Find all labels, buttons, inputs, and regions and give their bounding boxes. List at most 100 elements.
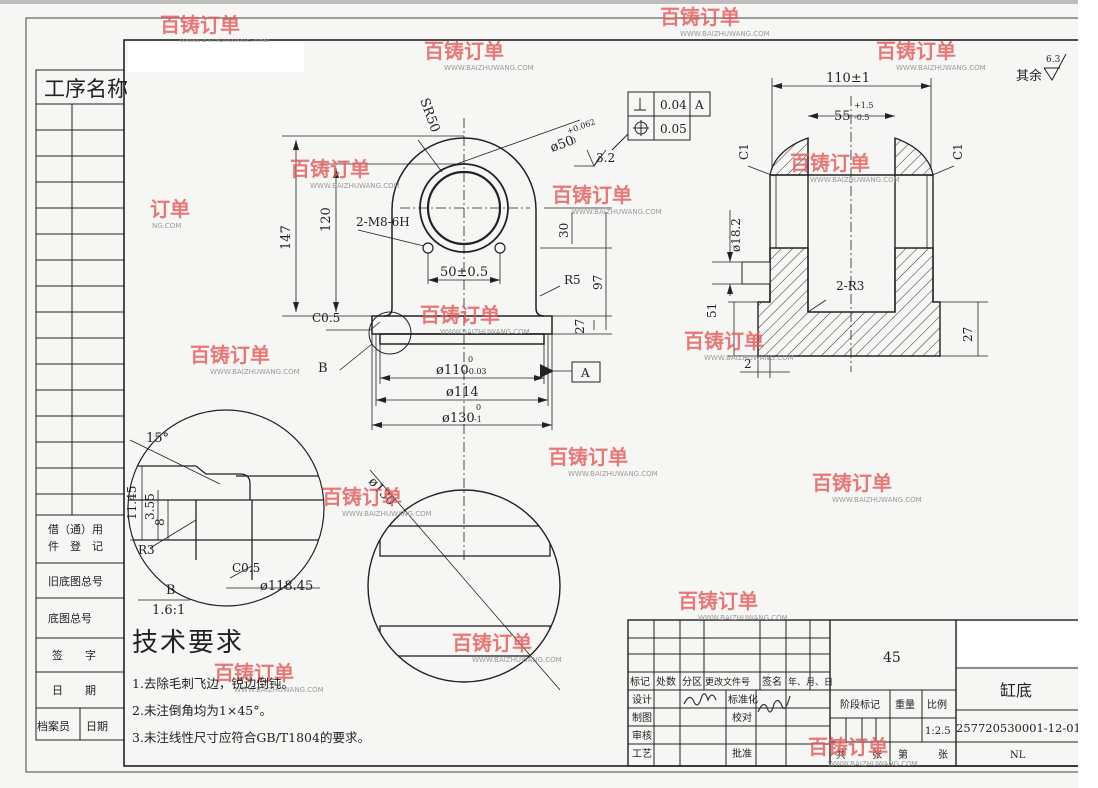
tb-drawing-no: 257720530001-12-01/A (956, 721, 1094, 735)
height-147: 147 (279, 225, 294, 250)
watermark-url: WWW.BAIZHUWANG.COM (234, 686, 324, 694)
watermark-url: WWW.BAIZHUWANG.COM (698, 614, 788, 622)
dia-130-tol-upper: 0 (476, 403, 481, 412)
archivist-label: 档案员 (37, 719, 70, 733)
tb-check: 校对 (732, 711, 752, 724)
watermark-partial-url: NG.COM (152, 222, 181, 230)
watermark-brand: 百铸订单 (812, 471, 892, 495)
watermark-brand: 百铸订单 (190, 343, 270, 367)
radius-r5: R5 (564, 273, 581, 287)
circle-view (367, 469, 561, 691)
dim-97: 97 (591, 275, 605, 290)
dia-130: ø130 (442, 411, 475, 426)
dim-51: 51 (705, 303, 719, 318)
process-name-label: 工序名称 (44, 77, 128, 101)
designer-signature (683, 693, 717, 706)
detail-label-b: B (166, 583, 176, 598)
tb-sheets-label: 张 (872, 749, 882, 761)
dim-27: 27 (573, 319, 587, 334)
tb-part-name: 缸底 (1000, 681, 1032, 700)
watermark-url: WWW.BAIZHUWANG.COM (896, 64, 986, 72)
tb-stage-mark: 阶段标记 (840, 698, 880, 711)
position-value: 0.05 (660, 122, 687, 136)
watermark-url: WWW.BAIZHUWANG.COM (568, 470, 658, 478)
dim-30: 30 (557, 223, 571, 238)
left-column (35, 69, 125, 741)
dia-110-tol-lower: -0.03 (466, 367, 487, 376)
signature-label: 签 字 (52, 648, 96, 662)
tb-sign: 签名 (762, 675, 782, 688)
datum-a: A (580, 366, 590, 380)
detail-ref-b: B (318, 361, 328, 376)
watermark-brand: 百铸订单 (552, 183, 632, 207)
section-width: 110±1 (826, 71, 870, 86)
watermark-brand: 百铸订单 (548, 445, 628, 469)
detail-dia: ø118.45 (260, 579, 313, 594)
watermark-brand: 百铸订单 (420, 303, 500, 327)
detail-dim-3-55: 3.55 (143, 493, 157, 520)
watermark-url: WWW.BAIZHUWANG.COM (832, 496, 922, 504)
watermark-url: WWW.BAIZHUWANG.COM (310, 182, 400, 190)
tb-standard: 标准化 (728, 693, 758, 706)
watermark-brand: 百铸订单 (424, 39, 504, 63)
section-inner-tol-lower: -0.5 (854, 113, 869, 122)
tb-sheets-total: 共 (836, 749, 846, 761)
height-120: 120 (319, 207, 334, 232)
detail-dim-11-45: 11.45 (125, 486, 139, 520)
tech-requirement-item: 1.去除毛刺飞边，锐边倒钝。 (132, 676, 294, 691)
tb-mark: 标记 (630, 676, 650, 688)
thread-spec: 2-M8-6H (356, 215, 410, 229)
tb-draw: 制图 (632, 711, 652, 724)
watermark-brand: 百铸订单 (322, 485, 402, 509)
detail-b-view (127, 409, 325, 607)
watermark-brand: 百铸订单 (790, 151, 870, 175)
old-drawing-no-label: 旧底图总号 (48, 574, 103, 588)
dia-130-tol-lower: -1 (474, 415, 482, 424)
bore-tol-lower: 0 (570, 136, 578, 146)
date-label: 日 期 (52, 684, 96, 697)
watermark-url: WWW.BAIZHUWANG.COM (828, 760, 918, 768)
tb-scale: 1:2.5 (925, 726, 951, 737)
watermark-url: WWW.BAIZHUWANG.COM (680, 30, 770, 38)
archive-date-label: 日期 (86, 720, 108, 733)
chamfer-c1-left: C1 (737, 143, 751, 160)
dia-114: ø114 (446, 385, 479, 400)
tb-sheet-label: 张 (938, 749, 948, 761)
watermark-url: WWW.BAIZHUWANG.COM (704, 354, 794, 362)
tb-weight: 重量 (895, 698, 915, 711)
watermark-url: WWW.BAIZHUWANG.COM (444, 64, 534, 72)
watermark-brand: 百铸订单 (684, 329, 764, 353)
watermark-brand: 百铸订单 (214, 661, 294, 685)
watermarks: 百铸订单 WWW.BAIZHUWANG.COM 百铸订单 WWW.BAIZHUW… (150, 5, 986, 768)
watermark-partial-brand: 订单 (150, 197, 190, 221)
section-view (712, 78, 988, 378)
watermark-url: WWW.BAIZHUWANG.COM (440, 328, 530, 336)
tb-process: 工艺 (632, 748, 652, 760)
tech-requirement-item: 3.未注线性尺寸应符合GB/T1804的要求。 (132, 730, 370, 745)
tech-requirement-item: 2.未注倒角均为1×45°。 (132, 703, 273, 718)
tech-requirements-title: 技术要求 (132, 628, 245, 658)
tolerance-frame (611, 91, 711, 151)
dia-18-2: ø18.2 (729, 218, 743, 252)
tb-design: 设计 (632, 693, 652, 706)
roughness-value: 6.3 (1046, 55, 1061, 65)
hole-spacing: 50±0.5 (440, 265, 488, 280)
watermark-brand: 百铸订单 (452, 631, 532, 655)
tb-scale-label: 比例 (927, 698, 947, 711)
watermark-url: WWW.BAIZHUWANG.COM (572, 208, 662, 216)
detail-angle: 15° (146, 431, 169, 446)
title-block (627, 619, 1081, 767)
checker-signature (757, 695, 791, 713)
tb-sheet-no: 第 (898, 748, 908, 761)
tb-zone: 分区 (682, 676, 702, 688)
tb-change-doc: 更改文件号 (705, 676, 750, 688)
chamfer-c1-right: C1 (951, 143, 965, 160)
roughness-3-2: 3.2 (596, 151, 615, 165)
dia-110-tol-upper: 0 (468, 355, 473, 364)
section-inner-tol-upper: +1.5 (854, 101, 873, 110)
watermark-brand: 百铸订单 (876, 39, 956, 63)
detail-radius-r3: R3 (138, 543, 155, 557)
tb-code: NL (1010, 750, 1026, 761)
